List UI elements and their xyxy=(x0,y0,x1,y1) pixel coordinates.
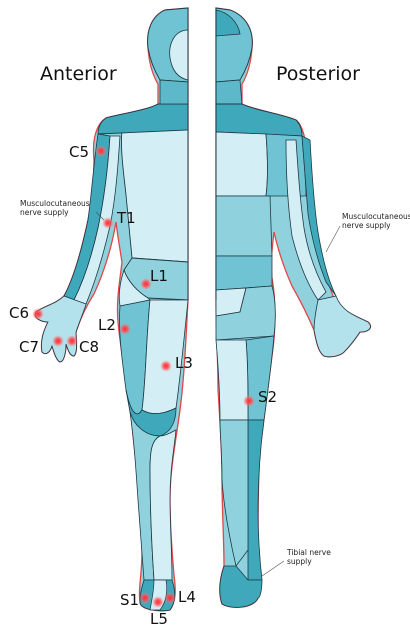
tibial-pointer xyxy=(262,561,284,576)
c7-label: C7 xyxy=(19,338,39,356)
c5-marker xyxy=(95,145,107,157)
c6-label: C6 xyxy=(9,304,29,322)
s2-marker xyxy=(243,395,255,407)
t1-label: T1 xyxy=(116,209,136,227)
musculocutaneous-posterior-line2: nerve supply xyxy=(342,221,391,230)
posterior-thigh-medial xyxy=(216,340,248,420)
posterior-lower-back xyxy=(216,256,272,290)
c7-marker xyxy=(52,335,64,347)
l2-label: L2 xyxy=(98,316,116,334)
musculocutaneous-anterior-line1: Musculocutaneous xyxy=(20,199,90,208)
posterior-mid-back xyxy=(216,196,272,256)
anterior-neck-region xyxy=(160,80,188,104)
posterior-shoulder-band xyxy=(216,104,302,136)
musculocutaneous-posterior-pointer xyxy=(326,226,340,252)
tibial-line1: Tibial nerve xyxy=(286,548,331,557)
posterior-title: Posterior xyxy=(276,63,360,85)
tibial-note: Tibial nerve supply xyxy=(262,548,331,576)
c6-marker xyxy=(32,308,44,320)
t1-marker xyxy=(102,217,114,229)
tibial-line2: supply xyxy=(287,557,312,566)
s1-label: S1 xyxy=(120,591,139,609)
l3-marker xyxy=(160,360,172,372)
c8-marker xyxy=(66,335,78,347)
posterior-upper-back xyxy=(216,132,268,196)
posterior-calf-lateral xyxy=(248,420,264,580)
s2-label: S2 xyxy=(258,388,277,406)
l4-marker xyxy=(164,592,176,604)
c5-label: C5 xyxy=(69,143,89,161)
l3-label: L3 xyxy=(175,354,193,372)
posterior-thigh-lateral xyxy=(246,336,274,420)
posterior-hand-region xyxy=(314,296,370,357)
anterior-shoulder-band xyxy=(98,104,188,134)
l2-marker xyxy=(119,323,131,335)
s1-marker xyxy=(139,592,151,604)
anterior-chest-region xyxy=(121,128,188,262)
musculocutaneous-anterior-line2: nerve supply xyxy=(20,208,69,217)
l5-marker xyxy=(152,596,164,608)
anterior-title: Anterior xyxy=(40,63,117,85)
l4-label: L4 xyxy=(178,588,196,606)
l5-label: L5 xyxy=(150,610,168,628)
musculocutaneous-posterior-line1: Musculocutaneous xyxy=(342,212,410,221)
posterior-neck-region xyxy=(216,80,242,104)
anterior-body xyxy=(35,8,188,611)
posterior-body xyxy=(216,8,370,607)
musculocutaneous-posterior-note: Musculocutaneous nerve supply xyxy=(326,212,410,252)
c8-label: C8 xyxy=(79,338,99,356)
l1-label: L1 xyxy=(150,267,168,285)
